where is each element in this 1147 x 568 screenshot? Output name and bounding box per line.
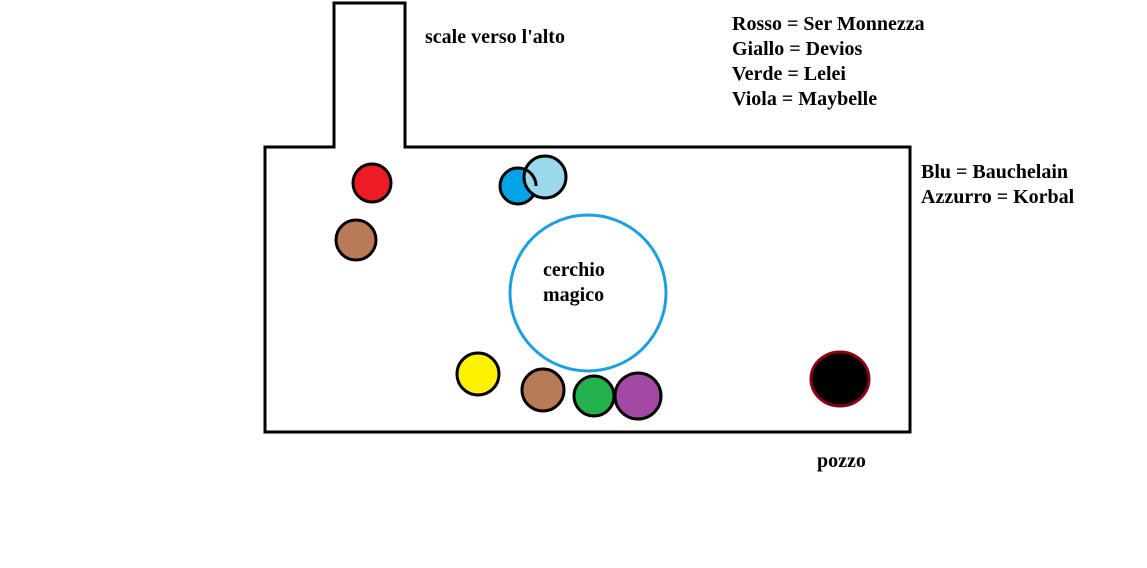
legend-entry-yellow: Giallo = Devios — [732, 38, 863, 60]
legend-entry-green: Verde = Lelei — [732, 63, 846, 85]
magic-circle-label-line-1: cerchio — [543, 259, 605, 281]
stairs-label: scale verso l'alto — [425, 26, 565, 48]
token-blue-overlap-edge — [523, 167, 538, 187]
token-brown-bottom — [520, 367, 566, 413]
token-yellow — [455, 351, 501, 397]
legend-entry-blue: Blu = Bauchelain — [921, 161, 1068, 183]
token-red — [351, 162, 393, 204]
magic-circle — [508, 213, 668, 373]
magic-circle-label: cerchio magico — [543, 258, 605, 308]
token-green — [572, 374, 616, 418]
token-light-blue — [522, 154, 568, 200]
magic-circle-label-line-2: magico — [543, 284, 605, 306]
legend-entry-purple: Viola = Maybelle — [732, 88, 878, 110]
legend-right: Blu = Bauchelain Azzurro = Korbal — [921, 160, 1074, 210]
legend-entry-light-blue: Azzurro = Korbal — [921, 186, 1075, 208]
legend-entry-red: Rosso = Ser Monnezza — [732, 13, 925, 35]
token-brown-top — [334, 218, 378, 262]
well — [809, 350, 871, 408]
legend-top: Rosso = Ser Monnezza Giallo = Devios Ver… — [732, 12, 925, 112]
room-outline — [263, 1, 912, 434]
token-purple — [613, 371, 663, 421]
well-label: pozzo — [817, 450, 866, 472]
